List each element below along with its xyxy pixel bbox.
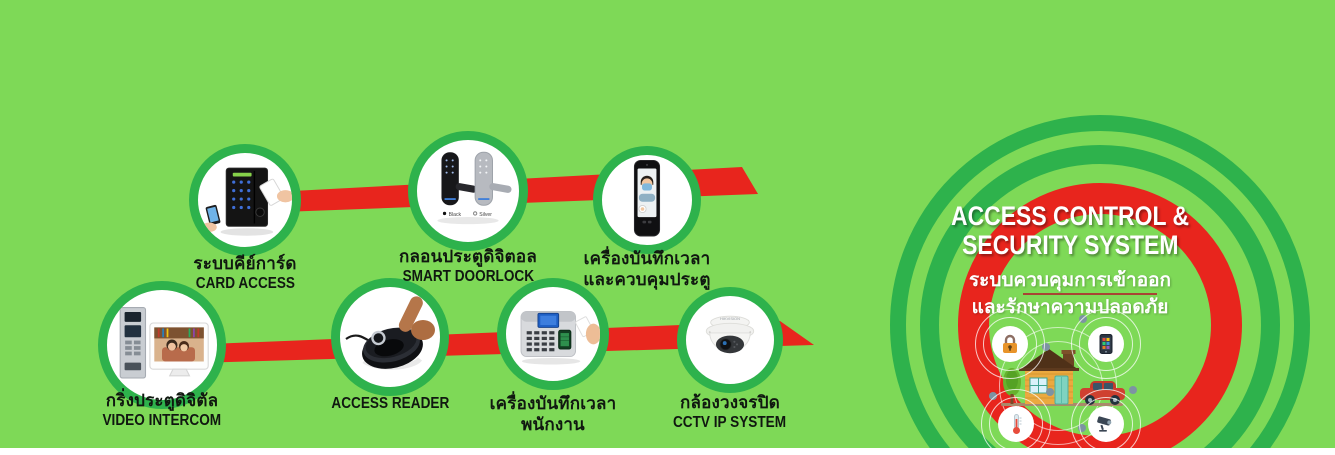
label-face-terminal-thai1: เครื่องบันทึกเวลา [583, 249, 711, 268]
label-smart-doorlock: กลอนประตูดิจิตอล SMART DOORLOCK [348, 246, 588, 286]
smart-doorlock-photo: Black Silver [437, 151, 512, 225]
label-face-terminal: เครื่องบันทึกเวลา และควบคุมประตู [527, 248, 767, 290]
product-cctv-camera: HIKVISION [677, 287, 783, 393]
product-face-terminal [593, 146, 701, 254]
badge-subtitle-line1: ระบบควบคุมการเข้าออก [968, 270, 1172, 291]
cctv-camera-photo: HIKVISION [705, 316, 755, 354]
product-access-reader [331, 278, 449, 396]
time-attendance-photo [520, 310, 600, 365]
label-card-access-en: CARD ACCESS [195, 275, 295, 292]
label-access-reader: ACCESS READER [270, 394, 510, 413]
label-smart-doorlock-en: SMART DOORLOCK [402, 268, 534, 285]
feature-padlock [992, 326, 1028, 362]
label-smart-doorlock-thai: กลอนประตูดิจิตอล [399, 247, 537, 266]
connector-dot [1129, 386, 1137, 394]
feature-cctv [1088, 406, 1124, 442]
badge-underline [1023, 293, 1157, 295]
face-terminal-photo [633, 159, 661, 237]
badge-subtitle-line2: และรักษาความปลอดภัย [971, 297, 1169, 318]
label-cctv: กล้องวงจรปิด CCTV IP SYSTEM [610, 392, 850, 432]
label-video-intercom-thai: กริ่งประตูดิจิตัล [105, 391, 219, 410]
badge-title-line1: ACCESS CONTROL & [951, 201, 1190, 231]
label-access-reader-en: ACCESS READER [331, 395, 449, 412]
connector-dot [1046, 388, 1054, 396]
feature-smartphone [1088, 326, 1124, 362]
scene-halo-outer [999, 327, 1117, 445]
feature-thermometer [998, 406, 1034, 442]
video-intercom-photo [119, 307, 209, 379]
smartphone-icon [1099, 334, 1113, 354]
padlock-icon [1003, 334, 1017, 353]
cctv-camera-icon [1097, 416, 1112, 432]
doorlock-variant-silver: Silver [479, 212, 492, 218]
label-video-intercom-en: VIDEO INTERCOM [102, 412, 222, 429]
label-face-terminal-thai2: และควบคุมประตู [583, 270, 711, 289]
red-ribbon-bottom [160, 321, 814, 364]
cctv-brand-text: HIKVISION [720, 316, 740, 321]
label-time-attendance-thai2: พนักงาน [521, 415, 585, 434]
access-reader-photo [345, 296, 435, 370]
label-cctv-en: CCTV IP SYSTEM [673, 414, 787, 431]
thermometer-icon [1013, 414, 1022, 434]
product-time-attendance [497, 278, 609, 390]
label-time-attendance: เครื่องบันทึกเวลา พนักงาน [433, 393, 673, 435]
product-smart-doorlock: Black Silver [408, 131, 528, 251]
card-access-photo [201, 167, 292, 236]
label-time-attendance-thai1: เครื่องบันทึกเวลา [489, 394, 617, 413]
label-card-access: ระบบคีย์การ์ด CARD ACCESS [125, 253, 365, 293]
label-video-intercom: กริ่งประตูดิจิตัล VIDEO INTERCOM [42, 390, 282, 430]
bottom-white-bar [0, 448, 1335, 455]
badge-title: ACCESS CONTROL & SECURITY SYSTEM [930, 202, 1210, 260]
label-cctv-thai: กล้องวงจรปิด [680, 393, 780, 412]
badge-title-line2: SECURITY SYSTEM [961, 230, 1179, 260]
product-video-intercom [98, 281, 226, 409]
doorlock-variant-black: Black [449, 212, 462, 218]
label-card-access-thai: ระบบคีย์การ์ด [193, 254, 297, 273]
product-card-access [189, 144, 301, 256]
connector-dot [1042, 343, 1050, 351]
